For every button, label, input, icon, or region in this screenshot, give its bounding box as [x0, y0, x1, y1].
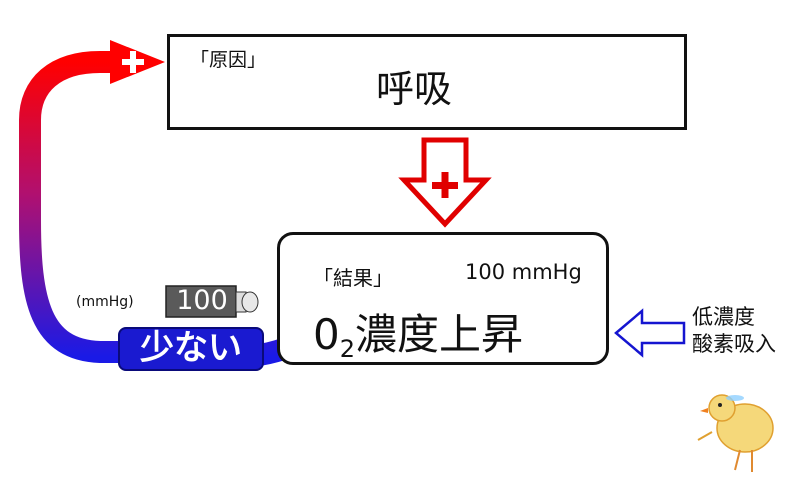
down-plus-arrow-icon	[398, 137, 492, 228]
side-note-line1: 低濃度	[692, 305, 755, 329]
left-arrow-icon	[614, 308, 686, 358]
result-title-subscript: 2	[339, 335, 356, 363]
result-tag: 「結果」	[313, 266, 393, 290]
gauge-value: 100	[176, 285, 228, 316]
side-note-line2: 酸素吸入	[692, 332, 776, 356]
low-badge	[118, 327, 264, 371]
cause-title: 呼吸	[376, 67, 453, 111]
chick-illustration	[697, 394, 774, 472]
loop-arrowhead-plus-icon	[110, 40, 165, 84]
result-title-o: 0	[313, 310, 340, 359]
side-note: 低濃度 酸素吸入	[692, 304, 776, 358]
result-title-rest: 濃度上昇	[355, 310, 524, 359]
result-title: 02濃度上昇	[313, 301, 523, 363]
unit-label: (mmHg)	[76, 294, 134, 310]
result-box	[277, 232, 609, 365]
low-badge-text: 少ない	[140, 328, 242, 368]
gauge-icon	[165, 285, 259, 318]
cause-box	[167, 34, 687, 130]
result-value: 100 mmHg	[465, 260, 582, 284]
cause-tag: 「原因」	[190, 49, 267, 71]
